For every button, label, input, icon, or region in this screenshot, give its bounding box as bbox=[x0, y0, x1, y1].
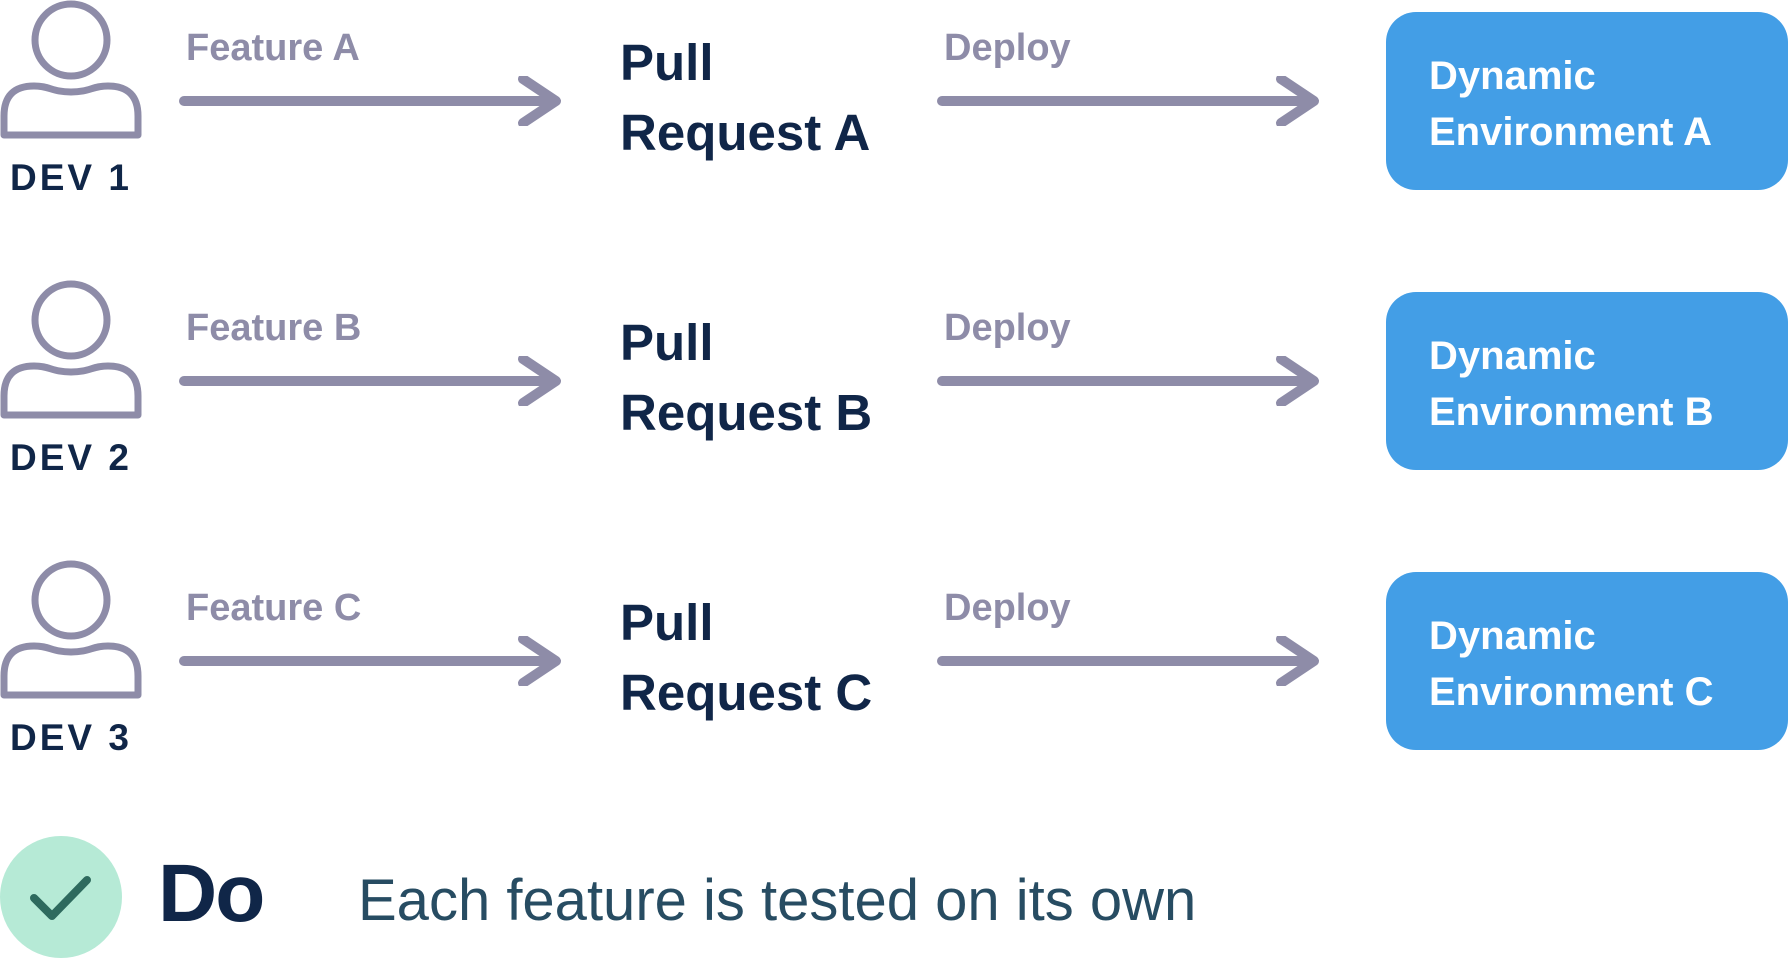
feature-label: Feature A bbox=[186, 27, 360, 69]
dev-label: DEV 1 bbox=[10, 157, 132, 198]
pull-request-title: Pull Request C bbox=[620, 594, 873, 721]
feature-label: Feature C bbox=[186, 587, 362, 629]
arrow-right-icon bbox=[179, 356, 561, 406]
footer-description: Each feature is tested on its own bbox=[358, 868, 1197, 933]
deploy-label: Deploy bbox=[944, 587, 1071, 629]
arrow-right-icon bbox=[937, 636, 1319, 686]
arrow-right-icon bbox=[179, 636, 561, 686]
arrow-right-icon bbox=[179, 76, 561, 126]
deploy-label: Deploy bbox=[944, 307, 1071, 349]
person-icon bbox=[0, 280, 142, 419]
person-icon bbox=[0, 560, 142, 699]
deploy-label: Deploy bbox=[944, 27, 1071, 69]
pull-request-title: Pull Request B bbox=[620, 314, 873, 441]
dev-label: DEV 2 bbox=[10, 437, 132, 478]
workflow-row-2: DEV 2 Feature B Pull Request B Deploy Dy… bbox=[0, 280, 1788, 480]
feature-label: Feature B bbox=[186, 307, 362, 349]
dynamic-environment-label: Dynamic Environment A bbox=[1429, 54, 1712, 154]
arrow-right-icon bbox=[937, 356, 1319, 406]
pull-request-title: Pull Request A bbox=[620, 34, 871, 161]
check-circle bbox=[0, 836, 122, 958]
workflow-row-1: DEV 1 Feature A Pull Request A Deploy Dy… bbox=[0, 0, 1788, 200]
footer-do-row: Do Each feature is tested on its own bbox=[0, 836, 1788, 958]
dynamic-environment-label: Dynamic Environment B bbox=[1429, 334, 1714, 434]
dynamic-environment-label: Dynamic Environment C bbox=[1429, 614, 1714, 714]
workflow-row-3: DEV 3 Feature C Pull Request C Deploy Dy… bbox=[0, 560, 1788, 760]
dynamic-environment-box: Dynamic Environment B bbox=[1386, 292, 1788, 470]
dynamic-environment-box: Dynamic Environment A bbox=[1386, 12, 1788, 190]
person-icon bbox=[0, 0, 142, 139]
do-title: Do bbox=[158, 848, 265, 939]
arrow-right-icon bbox=[937, 76, 1319, 126]
dynamic-environment-box: Dynamic Environment C bbox=[1386, 572, 1788, 750]
dev-label: DEV 3 bbox=[10, 717, 132, 758]
check-icon bbox=[30, 876, 91, 920]
